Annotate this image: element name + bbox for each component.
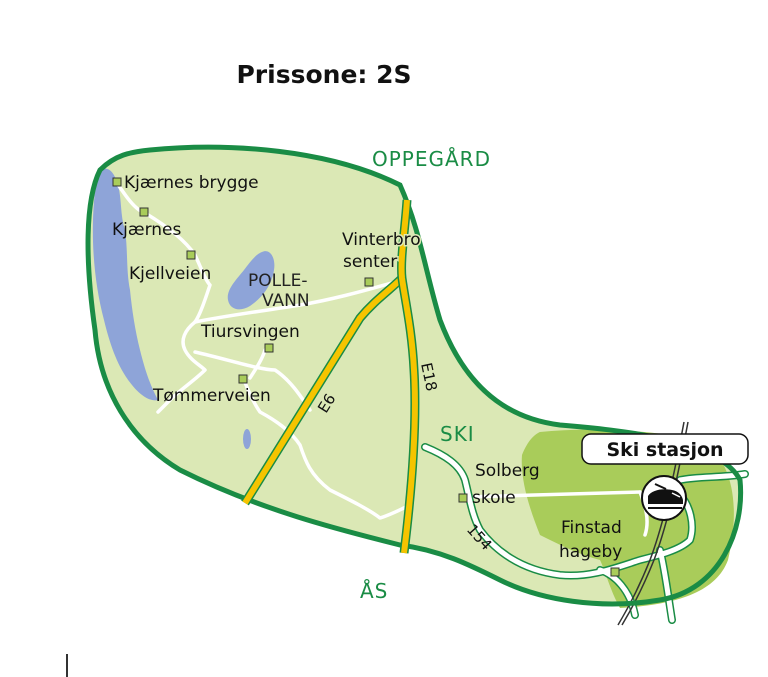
stop-marker-kjaernes[interactable] [139, 207, 149, 217]
lake-label-line1: POLLE- [248, 271, 307, 291]
stop-marker-solberg-skole[interactable] [458, 493, 468, 503]
stop-marker-kjellveien[interactable] [186, 250, 196, 260]
stop-marker-kjaernes-brygge[interactable] [112, 177, 122, 187]
road-154 [421, 443, 749, 624]
stop-marker-vinterbro-senter[interactable] [364, 277, 374, 287]
stop-marker-tommerveien[interactable] [238, 374, 248, 384]
region-label-ski: SKI [440, 422, 475, 446]
stop-marker-tiursvingen[interactable] [264, 343, 274, 353]
stop-label-vinterbro-line1: Vinterbro [342, 230, 421, 250]
stop-label-tommerveien: Tømmerveien [152, 386, 271, 406]
road-label-e18: E18 [417, 361, 441, 393]
stop-label-solberg-line2: skole [472, 488, 516, 508]
stop-label-finstad-line1: Finstad [561, 518, 622, 538]
zone-title: Prissone: 2S [236, 60, 412, 89]
zone-border [85, 144, 744, 607]
stop-label-kjellveien: Kjellveien [129, 264, 211, 284]
highway-e18 [397, 199, 420, 554]
station-label: Ski stasjon [606, 439, 723, 461]
stop-label-solberg-line1: Solberg [475, 461, 540, 481]
stop-label-vinterbro-line2: senter [343, 252, 397, 272]
water-pond [243, 429, 251, 449]
stop-marker-finstad-hageby[interactable] [610, 567, 620, 577]
station-label-box[interactable]: Ski stasjon [581, 433, 749, 465]
water-pollevann [227, 251, 275, 310]
stop-label-kjaernes: Kjærnes [112, 220, 181, 240]
region-label-as: ÅS [360, 579, 388, 603]
stop-label-finstad-line2: hageby [559, 542, 622, 562]
ski-central-area [521, 429, 734, 608]
stop-label-kjaernes-brygge: Kjærnes brygge [124, 173, 259, 193]
water-fjord [92, 168, 158, 401]
text-cursor [66, 654, 68, 677]
stop-label-tiursvingen: Tiursvingen [200, 322, 300, 342]
train-icon[interactable] [641, 475, 687, 521]
lake-label-line2: VANN [262, 291, 310, 311]
region-label-oppegard: OPPEGÅRD [372, 147, 491, 171]
